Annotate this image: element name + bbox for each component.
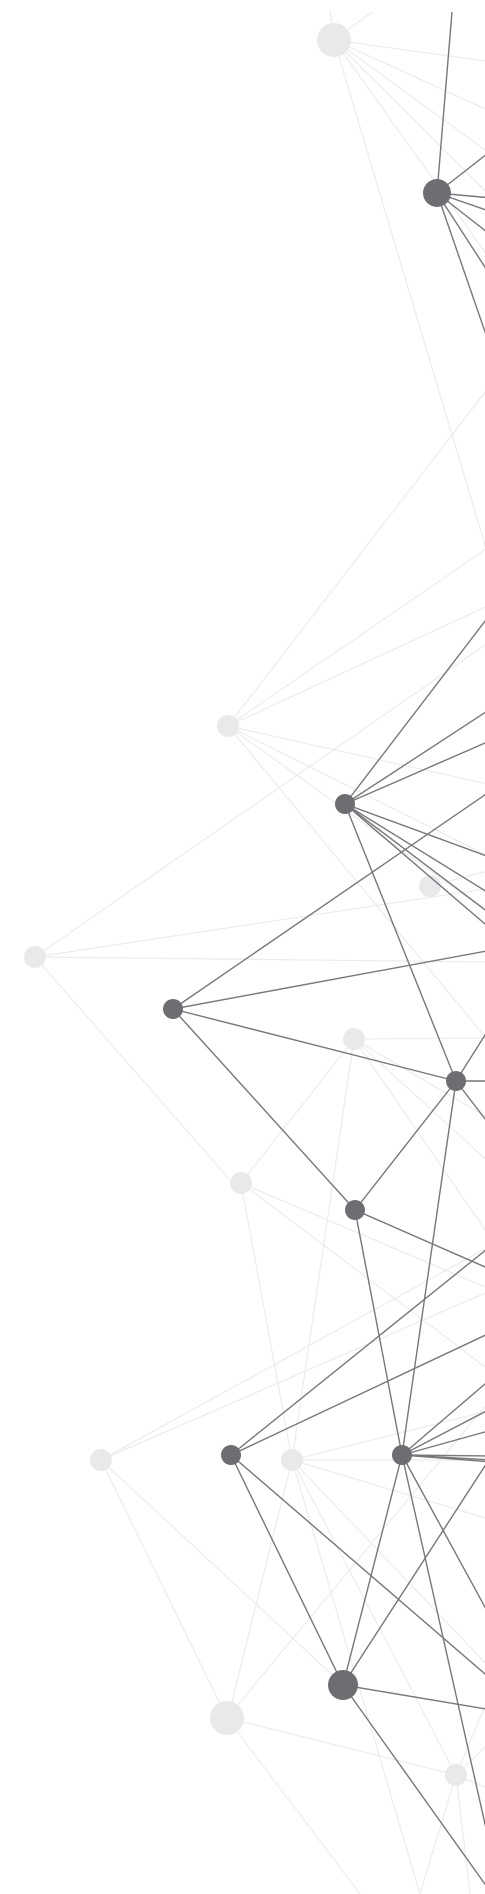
light-edge-19 <box>34 956 485 963</box>
light-node-l7 <box>90 1449 112 1471</box>
light-node-l10 <box>445 1764 467 1786</box>
light-edge-9 <box>227 391 485 727</box>
light-edge-13 <box>227 725 485 856</box>
dark-node-d2 <box>335 794 355 814</box>
dark-edge-32 <box>401 1410 485 1456</box>
dark-edge-14 <box>344 803 485 925</box>
light-edge-47 <box>353 1038 485 1231</box>
light-edge-17 <box>34 888 485 958</box>
dark-edge-29 <box>230 1454 344 1686</box>
light-edge-4 <box>333 39 485 110</box>
light-edge-32 <box>291 1411 485 1461</box>
dark-edge-18 <box>172 1008 457 1082</box>
light-edge-38 <box>226 1405 485 1719</box>
dark-edge-33 <box>401 1431 485 1456</box>
dark-edge-39 <box>401 1454 485 1461</box>
dark-edge-1 <box>436 11 453 194</box>
light-edge-48 <box>240 1182 485 1368</box>
light-edge-3 <box>333 39 485 62</box>
dark-edge-41 <box>342 1684 485 1710</box>
light-node-l1 <box>317 23 351 57</box>
light-edge-5 <box>333 39 485 151</box>
dark-edge-24 <box>401 1080 457 1456</box>
light-edge-40 <box>226 1717 361 1894</box>
light-node-layer <box>24 23 467 1786</box>
light-edge-24 <box>291 1038 355 1461</box>
light-edge-14 <box>227 725 485 911</box>
light-node-l3 <box>419 875 441 897</box>
light-edge-41 <box>455 1704 485 1776</box>
dark-edge-40 <box>342 1464 485 1686</box>
dark-edge-37 <box>401 1454 485 1828</box>
light-edge-36 <box>291 1459 485 1664</box>
dark-edge-6 <box>436 192 485 269</box>
light-edge-23 <box>240 1038 355 1184</box>
light-node-l8 <box>281 1449 303 1471</box>
light-edge-45 <box>455 1774 471 1894</box>
dark-edge-13 <box>344 803 485 911</box>
light-node-l4 <box>24 946 46 968</box>
dark-node-d4 <box>446 1071 466 1091</box>
light-edge-39 <box>226 1717 457 1776</box>
light-edge-8 <box>333 39 485 548</box>
dark-edge-20 <box>455 1033 485 1082</box>
light-edge-22 <box>353 1038 485 1160</box>
light-edge-46 <box>291 1459 421 1894</box>
dark-node-d8 <box>328 1670 358 1700</box>
light-edge-37 <box>227 1459 293 1719</box>
light-edge-30 <box>100 1459 344 1686</box>
dark-edge-19 <box>172 1008 356 1211</box>
dark-edge-11 <box>344 803 485 857</box>
light-edge-20 <box>353 1037 485 1040</box>
dark-edge-23 <box>354 1080 457 1211</box>
dark-node-d5 <box>345 1200 365 1220</box>
light-edge-26 <box>240 1182 485 1288</box>
light-edge-6 <box>333 39 485 192</box>
light-edge-12 <box>227 725 485 785</box>
light-edge-7 <box>333 39 485 254</box>
light-edge-27 <box>240 1182 293 1461</box>
dark-edge-30 <box>230 1454 485 1675</box>
dark-edge-12 <box>344 803 485 892</box>
dark-edge-16 <box>172 793 485 1010</box>
dark-edge-7 <box>436 192 485 334</box>
dark-edge-17 <box>172 950 485 1010</box>
light-node-l6 <box>230 1172 252 1194</box>
light-edge-35 <box>291 1459 457 1776</box>
light-node-l5 <box>343 1028 365 1050</box>
light-edge-10 <box>227 549 485 727</box>
dark-node-d6 <box>221 1445 241 1465</box>
dark-edge-9 <box>344 711 485 805</box>
light-edge-34 <box>291 1459 485 1519</box>
light-edge-18 <box>34 956 231 1181</box>
dark-edge-31 <box>401 1383 485 1456</box>
dark-edge-26 <box>354 1209 403 1456</box>
light-node-l9 <box>210 1701 244 1735</box>
dark-node-d1 <box>423 179 451 207</box>
light-edge-layer <box>34 9 485 1894</box>
light-node-l2 <box>217 715 239 737</box>
dark-node-layer <box>163 179 466 1700</box>
dark-edge-27 <box>230 1249 485 1456</box>
light-edge-29 <box>100 1292 485 1461</box>
dark-node-d7 <box>392 1445 412 1465</box>
light-edge-31 <box>100 1459 228 1719</box>
dark-edge-28 <box>230 1334 485 1456</box>
dark-edge-42 <box>342 1684 485 1886</box>
dark-edge-10 <box>344 742 485 805</box>
dark-edge-15 <box>344 803 457 1082</box>
light-edge-21 <box>353 1038 485 1117</box>
light-edge-15 <box>227 725 485 1038</box>
dark-edge-38 <box>342 1454 403 1686</box>
dark-edge-36 <box>401 1454 485 1609</box>
light-edge-11 <box>227 606 485 727</box>
dark-edge-8 <box>344 619 485 805</box>
light-edge-16 <box>34 644 485 958</box>
light-edge-44 <box>419 1774 457 1894</box>
dark-node-d3 <box>163 999 183 1019</box>
dark-edge-25 <box>354 1209 485 1268</box>
